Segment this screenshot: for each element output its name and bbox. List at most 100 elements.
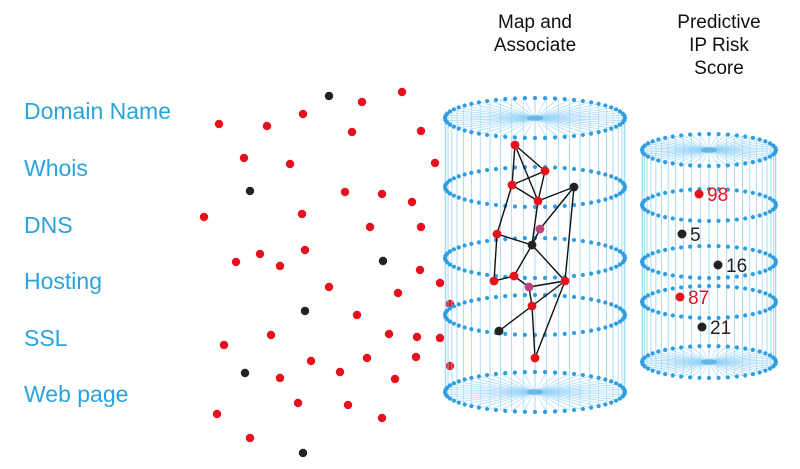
scatter-dot — [275, 261, 285, 271]
cylinder-spoke — [480, 101, 536, 119]
cylinder-spoke — [655, 361, 710, 373]
network-edge — [511, 184, 539, 202]
cylinder-ring-dot — [603, 300, 608, 305]
cylinder-spoke — [708, 355, 771, 363]
cylinder-ring-dot — [650, 194, 655, 199]
scatter-dot — [245, 186, 255, 196]
cylinder-ring-dot — [750, 247, 755, 253]
cylinder-ring-dot — [580, 132, 585, 138]
cylinder-ring-dot — [571, 294, 577, 300]
cylinder-spoke — [534, 105, 607, 119]
cylinder-ring-dot — [743, 189, 748, 194]
cylinder-spoke — [534, 98, 559, 119]
cylinder-ring-dot — [456, 302, 461, 307]
scatter-dot — [445, 361, 455, 371]
network-edge — [537, 170, 546, 202]
cylinder-ring-dot — [542, 409, 548, 414]
network-edge — [514, 144, 546, 172]
label-ssl: SSL — [24, 325, 68, 351]
scatter-dot — [266, 330, 276, 340]
cylinder-ring-dot — [642, 143, 647, 148]
scatter-dot — [377, 413, 387, 423]
label-hosting: Hosting — [24, 268, 102, 294]
cylinder-ring-dot — [469, 404, 474, 409]
cylinder-ring-dot — [734, 274, 739, 279]
cylinder-ring-dot — [650, 211, 655, 216]
cylinder-hub — [527, 115, 543, 121]
cylinder-ring-dot — [743, 286, 748, 291]
cylinder-ring-dot — [542, 204, 548, 209]
cylinder-ring-dot — [734, 314, 739, 319]
cylinder-ring-dot — [757, 192, 762, 197]
cylinder-ring-dot — [663, 371, 668, 377]
cylinder-spoke — [708, 353, 768, 363]
cylinder-ring-dot — [589, 100, 594, 105]
cylinder-ring-dot — [670, 161, 675, 166]
cylinder-ring-dot — [562, 203, 567, 208]
cylinder-ring-dot — [469, 298, 474, 303]
cylinder-ring-dot — [462, 268, 467, 273]
cylinder-spoke — [708, 136, 750, 151]
cylinder-ring-dot — [771, 152, 776, 157]
cylinder-spoke — [668, 149, 710, 164]
cylinder-ring-dot — [663, 159, 668, 165]
scatter-dot — [407, 197, 417, 207]
cylinder-ring-dot — [552, 204, 558, 209]
cylinder-ring-dot — [773, 357, 778, 362]
cylinder-ring-dot — [562, 97, 567, 102]
cylinder-spoke — [522, 97, 536, 119]
cylinder-ring-dot — [771, 364, 776, 369]
cylinder-ring-dot — [589, 374, 594, 379]
scatter-dot — [245, 433, 255, 443]
score-dot — [697, 322, 707, 332]
cylinder-ring-dot — [503, 134, 508, 139]
scatter-dot — [300, 245, 310, 255]
scatter-dot — [415, 265, 425, 275]
cylinder-spoke — [534, 391, 559, 412]
network-edge — [511, 144, 516, 186]
cylinder-spoke — [534, 115, 625, 119]
cylinder-spoke — [534, 383, 619, 393]
cylinder-ring-dot — [456, 105, 461, 110]
cylinder-spoke — [708, 149, 771, 157]
cylinder-ring-dot — [734, 245, 739, 250]
cylinder-spoke — [534, 100, 581, 119]
cylinder-spoke — [451, 383, 536, 393]
cylinder-ring-dot — [613, 176, 619, 181]
cylinder-spoke — [708, 361, 768, 371]
cylinder-spoke — [457, 117, 536, 129]
cylinder-ring-dot — [663, 347, 668, 353]
cylinder-spoke — [480, 375, 536, 393]
cylinder-ring-dot — [571, 97, 577, 103]
cylinder-ring-dot — [493, 202, 499, 208]
cylinder-ring-dot — [485, 295, 490, 301]
cylinder-ring-dot — [706, 186, 712, 192]
cylinder-spoke — [445, 391, 536, 395]
cylinder-spoke — [534, 391, 548, 413]
cylinder-ring-dot — [706, 275, 712, 281]
cylinder-ring-dot — [603, 325, 608, 330]
cylinder-ring-dot — [552, 135, 558, 140]
cylinder-ring-dot — [716, 244, 721, 249]
scatter-dot — [435, 278, 445, 288]
cylinder-ring-dot — [596, 404, 601, 409]
cylinder-ring-dot — [679, 162, 684, 167]
cylinder-ring-dot — [462, 197, 467, 202]
cylinder-ring-dot — [642, 295, 647, 300]
cylinder-spoke — [534, 117, 581, 136]
cylinder-ring-dot — [716, 344, 721, 349]
cylinder-ring-dot — [688, 375, 693, 380]
cylinder-spoke — [708, 361, 750, 376]
cylinder-spoke — [534, 101, 590, 119]
network-edge — [564, 186, 575, 282]
cylinder-ring-dot — [462, 402, 467, 407]
cylinder-ring-dot — [725, 344, 730, 349]
cylinder-ring-dot — [451, 321, 457, 326]
cylinder-ring-dot — [571, 166, 577, 172]
cylinder-spoke — [708, 347, 743, 363]
cylinder-ring-dot — [522, 293, 528, 298]
cylinder-ring-dot — [763, 211, 768, 216]
cylinder-ring-dot — [688, 187, 693, 192]
cylinder-spoke — [708, 138, 757, 151]
